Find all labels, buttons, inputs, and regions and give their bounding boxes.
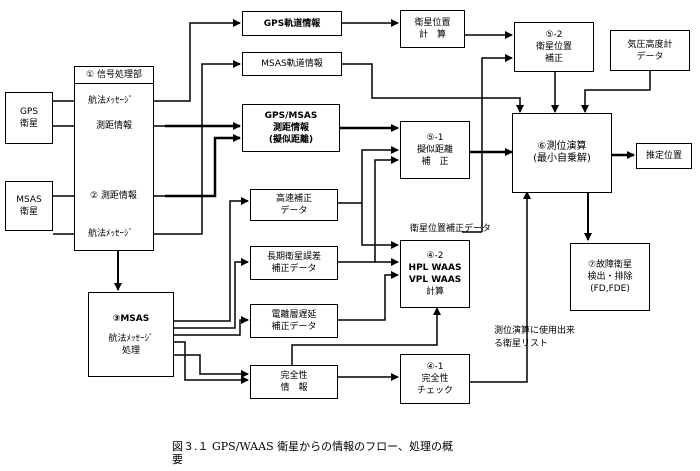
arrow-to-fast-corr bbox=[174, 197, 249, 322]
gps-satellite-line-1: GPS bbox=[19, 107, 39, 117]
msas-satellite-line-1: MSAS bbox=[16, 195, 42, 205]
long-term-correction-box: 長期衛星誤差 補正データ bbox=[250, 246, 338, 280]
pseudo-range-correction-box: ⑤-1 擬似距離 補 正 bbox=[400, 121, 470, 179]
iono-correction-line-1: 電離層遅延 bbox=[271, 310, 317, 320]
estimated-position-box: 推定位置 bbox=[636, 143, 692, 169]
integrity-check-line-1: ④-1 bbox=[426, 362, 444, 372]
fault-detection-box: ⑦故障衛星 検出・排除 (FD,FDE) bbox=[570, 243, 650, 311]
pseudo-range-correction-line-1: ⑤-1 bbox=[426, 133, 444, 143]
signal-unit-range-1: 測距情報 bbox=[96, 121, 133, 131]
fast-correction-box: 高速補正 データ bbox=[250, 189, 338, 221]
figure-caption-line-2: 要 bbox=[172, 453, 183, 466]
satellite-position-calc-box: 衛星位置 計 算 bbox=[400, 10, 465, 48]
positioning-calc-line-2: (最小自乗解) bbox=[533, 153, 591, 164]
estimated-position-label: 推定位置 bbox=[645, 151, 682, 161]
signal-unit-range-2: ② 測距情報 bbox=[90, 191, 137, 201]
usable-satellite-list-label-1: 測位演算に使用出来 bbox=[494, 326, 576, 336]
arrow-msasorbit-to-pos bbox=[342, 63, 524, 113]
hpl-vpl-line-3: VPL WAAS bbox=[408, 275, 462, 285]
integrity-check-box: ④-1 完全性 チェック bbox=[400, 354, 470, 404]
ranging-info-line-1: GPS/MSAS bbox=[264, 111, 318, 121]
fast-correction-line-1: 高速補正 bbox=[275, 194, 312, 204]
figure-caption: 図３.１ GPS/WAAS 衛星からの情報のフロー、処理の概 要 bbox=[172, 440, 502, 466]
msas-orbit-info-label: MSAS軌道情報 bbox=[261, 59, 323, 69]
ranging-info-box: GPS/MSAS 測距情報 (擬似距離) bbox=[242, 104, 340, 152]
signal-unit-title: ① 信号処理部 bbox=[75, 67, 153, 84]
iono-correction-box: 電離層遅延 補正データ bbox=[250, 304, 338, 338]
satellite-position-calc-line-2: 計 算 bbox=[418, 30, 446, 40]
arrow-to-iono-corr bbox=[174, 316, 249, 336]
fault-detection-line-2: 検出・排除 bbox=[587, 272, 633, 282]
arrow-to-long-corr bbox=[174, 258, 249, 329]
integrity-info-line-2: 情 報 bbox=[280, 383, 308, 393]
hpl-vpl-line-2: HPL WAAS bbox=[408, 263, 462, 273]
baro-altimeter-line-1: 気圧高度計 bbox=[627, 39, 673, 50]
hpl-vpl-line-1: ④-2 bbox=[426, 251, 444, 261]
msas-satellite-line-2: 衛星 bbox=[19, 207, 38, 217]
satellite-position-correction-box: ⑤-2 衛星位置 補正 bbox=[514, 22, 594, 72]
signal-unit-nav-msg-2: 航法ﾒｯｾｰｼﾞ bbox=[88, 229, 134, 239]
satellite-position-correction-line-2: 衛星位置 bbox=[535, 42, 572, 52]
msas-proc-line-2: 航法ﾒｯｾｰｼﾞ bbox=[108, 333, 154, 344]
integrity-info-box: 完全性 情 報 bbox=[250, 365, 338, 399]
signal-unit-nav-msg-1: 航法ﾒｯｾｰｼﾞ bbox=[88, 96, 134, 106]
arrow-check-to-pos bbox=[470, 191, 531, 383]
gps-satellite-line-2: 衛星 bbox=[19, 119, 38, 129]
gps-orbit-info-box: GPS軌道情報 bbox=[242, 11, 342, 36]
pseudo-range-correction-line-3: 補 正 bbox=[421, 157, 449, 167]
msas-proc-line-3: 処理 bbox=[121, 345, 140, 356]
fault-detection-line-3: (FD,FDE) bbox=[590, 284, 630, 294]
msas-satellite-box: MSAS 衛星 bbox=[5, 181, 53, 231]
figure-caption-line-1: 図３.１ GPS/WAAS 衛星からの情報のフロー、処理の概 bbox=[172, 440, 453, 453]
long-term-correction-line-2: 補正データ bbox=[271, 264, 317, 274]
gps-orbit-info-label: GPS軌道情報 bbox=[263, 18, 321, 29]
positioning-calc-box: ⑥測位演算 (最小自乗解) bbox=[512, 113, 612, 193]
msas-proc-line-1: ③MSAS bbox=[112, 313, 150, 324]
arrow-baro-to-pos bbox=[581, 71, 651, 113]
line-satpos-corr-data bbox=[481, 54, 513, 232]
long-term-correction-line-1: 長期衛星誤差 bbox=[266, 252, 321, 262]
arrow-to-integrity bbox=[174, 354, 249, 378]
msas-processing-box: ③MSAS 航法ﾒｯｾｰｼﾞ 処理 bbox=[88, 292, 174, 377]
integrity-check-line-2: 完全性 bbox=[421, 374, 449, 384]
sat-pos-correction-data-label: 衛星位置補正データ bbox=[410, 224, 492, 234]
iono-correction-line-2: 補正データ bbox=[271, 322, 317, 332]
satellite-position-correction-line-3: 補正 bbox=[544, 54, 563, 64]
hpl-vpl-line-4: 計算 bbox=[425, 287, 444, 297]
baro-altimeter-box: 気圧高度計 データ bbox=[610, 30, 690, 71]
integrity-info-line-1: 完全性 bbox=[280, 371, 308, 381]
integrity-check-line-3: チェック bbox=[416, 386, 453, 396]
gps-satellite-box: GPS 衛星 bbox=[5, 92, 53, 144]
fast-correction-line-2: データ bbox=[280, 206, 308, 216]
baro-altimeter-line-2: データ bbox=[636, 51, 664, 62]
arrow-to-msas-orbit bbox=[165, 60, 241, 235]
pseudo-range-correction-line-2: 擬似距離 bbox=[416, 145, 453, 155]
satellite-position-correction-line-1: ⑤-2 bbox=[545, 30, 563, 40]
satellite-position-calc-line-1: 衛星位置 bbox=[414, 18, 451, 28]
msas-orbit-info-box: MSAS軌道情報 bbox=[242, 52, 342, 76]
ranging-info-line-2: 測距情報 bbox=[272, 123, 309, 133]
usable-satellite-list-label-2: る衛星リスト bbox=[494, 339, 549, 349]
arrow-to-gps-orbit bbox=[165, 19, 241, 102]
fault-detection-line-1: ⑦故障衛星 bbox=[587, 260, 633, 270]
hpl-vpl-box: ④-2 HPL WAAS VPL WAAS 計算 bbox=[400, 240, 470, 308]
signal-processing-unit: ① 信号処理部 bbox=[74, 66, 154, 251]
ranging-info-line-3: (擬似距離) bbox=[268, 135, 314, 145]
positioning-calc-line-1: ⑥測位演算 bbox=[537, 141, 587, 152]
